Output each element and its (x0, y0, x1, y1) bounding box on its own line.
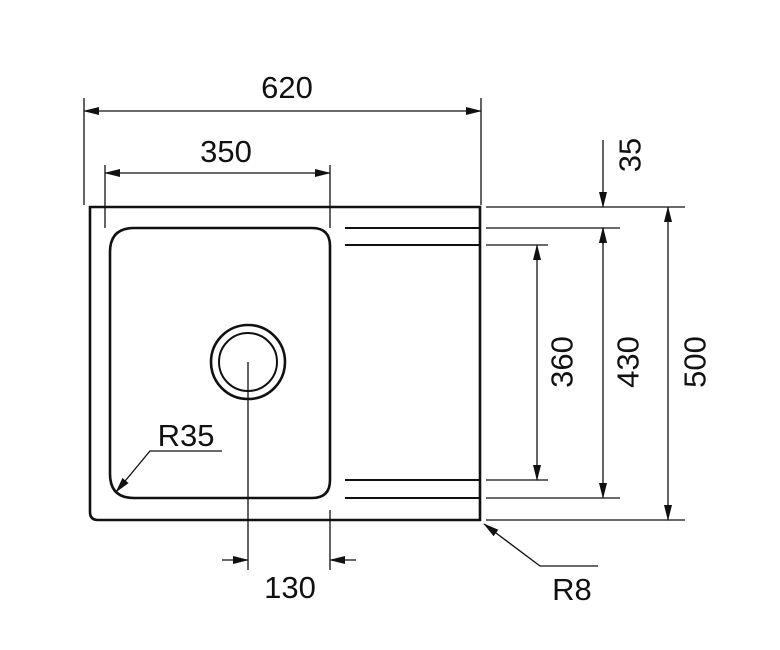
label-350: 350 (200, 134, 252, 169)
leader-r35 (115, 450, 222, 493)
dimension-lines (83, 107, 672, 567)
label-500: 500 (678, 336, 713, 388)
label-430: 430 (611, 336, 646, 388)
leader-r8 (483, 523, 598, 567)
label-620: 620 (261, 70, 313, 105)
label-360: 360 (545, 336, 580, 388)
sink-outline (88, 205, 482, 522)
extension-lines (83, 98, 685, 570)
drainer-area (345, 227, 480, 499)
label-r8: R8 (552, 572, 592, 607)
sink-bowl (108, 226, 332, 500)
label-130: 130 (264, 570, 316, 605)
label-35: 35 (613, 138, 648, 172)
dimension-labels: 620 350 35 360 430 500 130 R35 R8 (158, 70, 713, 607)
label-r35: R35 (158, 418, 215, 453)
